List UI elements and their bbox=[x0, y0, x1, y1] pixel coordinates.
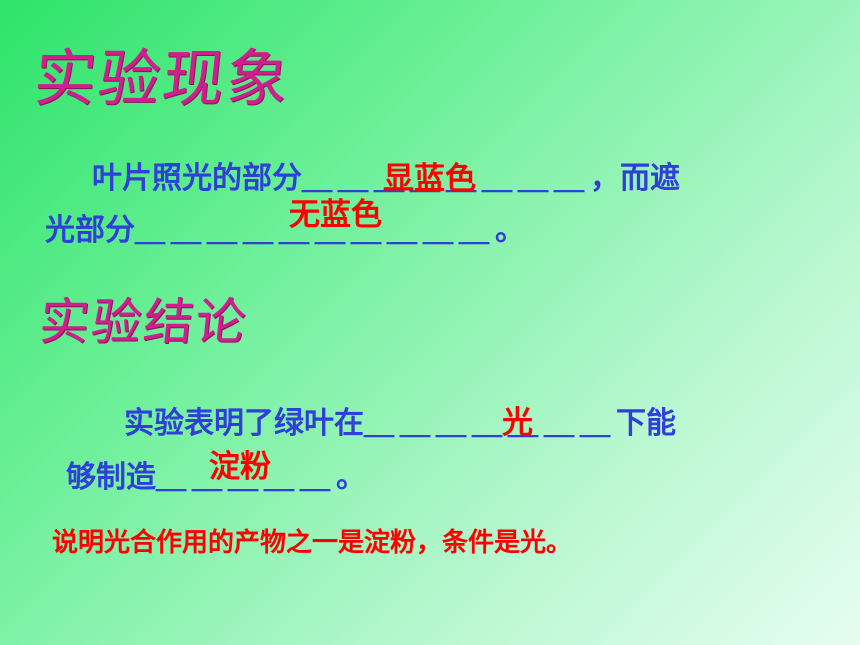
conclusion-answer-2: 淀粉 bbox=[209, 449, 271, 485]
phenomenon-line-2-blank: ＿＿＿＿＿＿＿＿＿＿ bbox=[135, 213, 495, 248]
conclusion-line-2-text: 够制造 bbox=[66, 460, 156, 495]
conclusion-line-1: 实验表明了绿叶在＿＿＿＿＿＿＿下能 bbox=[124, 398, 676, 442]
phenomenon-line-1-blank: ＿＿＿＿＿＿＿＿ bbox=[302, 161, 590, 196]
phenomenon-line-1-tail: ，而遮 bbox=[590, 161, 680, 196]
phenomenon-answer-1: 显蓝色 bbox=[383, 161, 476, 197]
phenomenon-line-1: 叶片照光的部分＿＿＿＿＿＿＿＿，而遮 bbox=[92, 153, 680, 197]
phenomenon-line-1-text: 叶片照光的部分 bbox=[92, 161, 302, 196]
conclusion-line-1-blank: ＿＿＿＿＿＿＿ bbox=[364, 406, 616, 441]
phenomenon-line-2: 光部分＿＿＿＿＿＿＿＿＿＿。 bbox=[45, 205, 525, 249]
phenomenon-heading: 实验现象 bbox=[30, 42, 295, 115]
conclusion-line-2-blank: ＿＿＿＿＿ bbox=[156, 460, 336, 495]
conclusion-line-1-tail: 下能 bbox=[616, 406, 676, 441]
summary-statement: 说明光合作用的产物之一是淀粉，条件是光。 bbox=[52, 528, 573, 558]
conclusion-answer-1: 光 bbox=[502, 405, 533, 441]
phenomenon-line-2-tail: 。 bbox=[495, 213, 525, 248]
conclusion-line-2-tail: 。 bbox=[336, 460, 366, 495]
phenomenon-line-2-text: 光部分 bbox=[45, 213, 135, 248]
conclusion-line-2: 够制造＿＿＿＿＿。 bbox=[66, 452, 366, 496]
conclusion-line-1-text: 实验表明了绿叶在 bbox=[124, 406, 364, 441]
conclusion-heading: 实验结论 bbox=[36, 293, 251, 351]
phenomenon-answer-2: 无蓝色 bbox=[289, 197, 382, 233]
